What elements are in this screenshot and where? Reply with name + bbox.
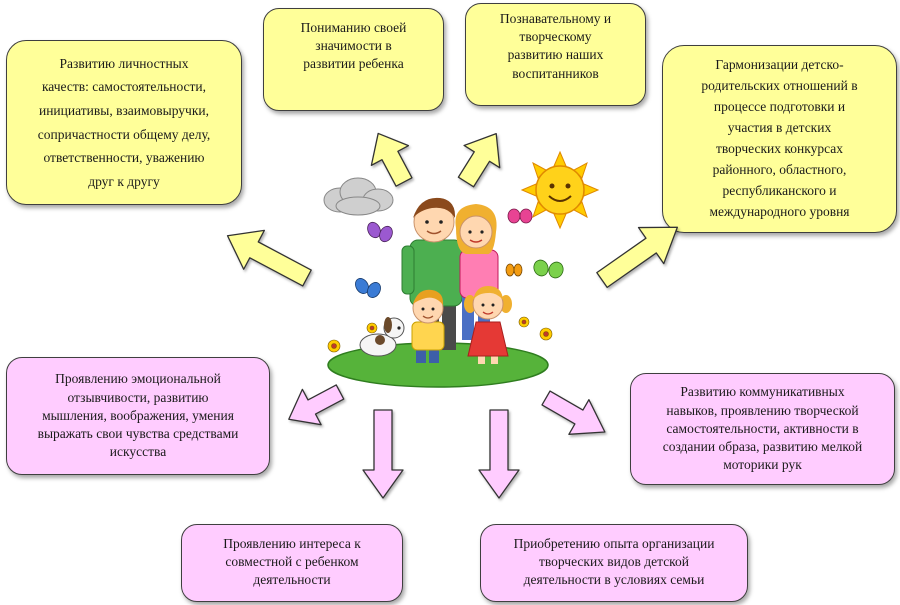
arrow-to-cognitive-development: [457, 133, 501, 188]
arrow-to-parent-child-harmony: [596, 226, 679, 289]
family-illustration: [323, 150, 600, 388]
girl-figure: [464, 286, 512, 364]
boy-figure: [411, 289, 445, 363]
butterfly-icon-blue: [355, 278, 381, 298]
sun-icon: [520, 150, 600, 230]
node-cognitive-development: Познавательному и творческому развитию н…: [465, 3, 646, 106]
arrow-to-emotional-response: [288, 384, 345, 426]
node-emotional-response: Проявлению эмоциональной отзывчивости, р…: [6, 357, 270, 475]
flower-icon: [327, 316, 553, 353]
node-parent-child-harmony: Гармонизации детско- родительских отноше…: [662, 45, 897, 233]
arrow-to-significance: [370, 132, 413, 187]
butterfly-icon-orange: [505, 263, 523, 277]
node-personal-qualities: Развитию личностных качеств: самостоятел…: [6, 40, 242, 205]
mother-figure: [455, 204, 499, 340]
arrow-to-communication-skills: [541, 390, 606, 435]
node-communication-skills: Развитию коммуникативных навыков, проявл…: [630, 373, 895, 485]
dog-icon: [359, 317, 405, 357]
node-joint-activity-interest: Проявлению интереса к совместной с ребен…: [181, 524, 403, 602]
cloud-icon: [323, 177, 394, 216]
butterfly-icon-green: [533, 259, 564, 279]
butterfly-icon-pink: [507, 208, 533, 224]
node-organization-experience: Приобретению опыта организации творчески…: [480, 524, 748, 602]
arrow-to-organization-experience: [478, 409, 520, 499]
node-significance: Пониманию своей значимости в развитии ре…: [263, 8, 444, 111]
arrow-to-joint-activity: [362, 409, 404, 499]
arrow-to-personal-qualities: [226, 229, 312, 287]
butterfly-icon-purple: [367, 221, 393, 243]
